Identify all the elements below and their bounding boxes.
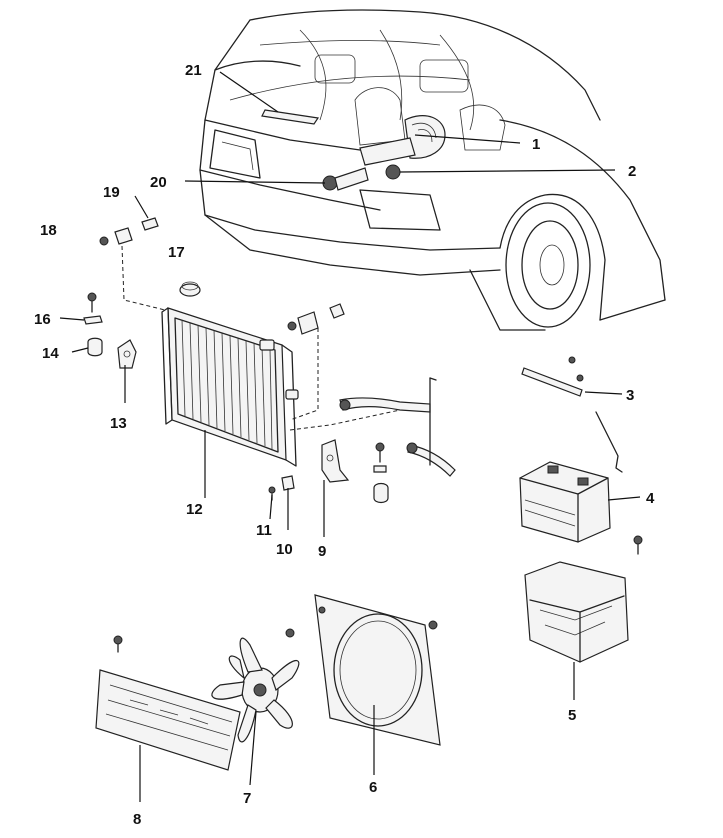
lower-mount-parts [268,439,389,504]
callout-12: 12 [186,501,203,518]
part-1-hose [404,115,446,159]
callout-18: 18 [40,222,57,239]
part-2-clamp [385,164,401,180]
battery-tray [524,535,643,663]
callout-13: 13 [110,415,127,432]
grille [95,635,241,771]
radiator-cap [179,281,201,297]
callout-4: 4 [646,490,655,507]
engine-bay-parts [261,109,446,191]
callout-20: 20 [150,174,167,191]
callout-19: 19 [103,184,120,201]
fan-shroud [314,594,441,746]
callout-10: 10 [276,541,293,558]
callout-6: 6 [369,779,377,796]
vehicle-front-body [199,9,666,331]
callout-17: 17 [168,244,185,261]
callout-3: 3 [626,387,634,404]
callout-14: 14 [42,345,59,362]
callout-9: 9 [318,543,326,560]
radiator [161,307,299,467]
callout-1: 1 [532,136,540,153]
callout-2: 2 [628,163,636,180]
radiator-fittings-right [287,303,401,431]
part-21-clamp [261,109,320,125]
callout-labels: 21 1 2 20 19 18 17 16 14 13 12 11 10 9 3… [34,62,655,828]
cooling-fan [211,628,300,743]
callout-11: 11 [256,522,272,539]
radiator-hose [359,137,416,166]
mount-parts-left [83,292,137,369]
drain-plug-parts [99,217,166,311]
callout-8: 8 [133,811,141,828]
callout-7: 7 [243,790,251,807]
callout-5: 5 [568,707,576,724]
radiator-hoses [339,377,456,477]
callout-16: 16 [34,311,51,328]
leader-lines [59,71,641,802]
battery [519,461,611,543]
battery-hold-rod [521,356,623,473]
callout-21: 21 [185,62,202,79]
